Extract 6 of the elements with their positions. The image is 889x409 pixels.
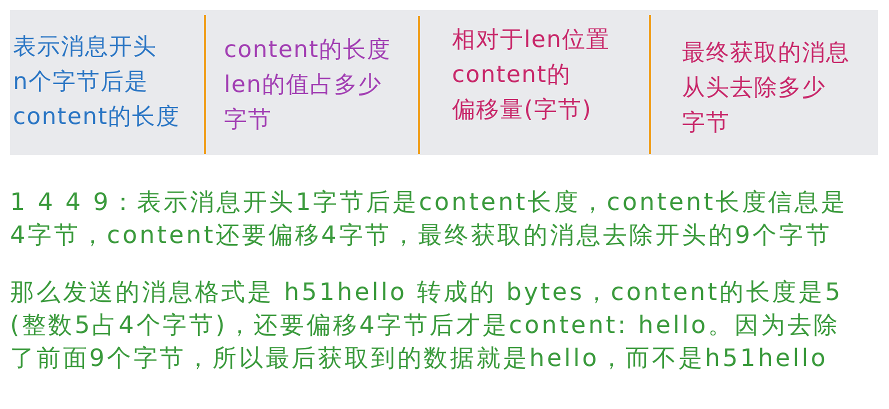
text-cell: 表示消息开头n个字节后是content的长度 xyxy=(10,10,205,155)
text-cell: 相对于len位置content的偏移量(字节) xyxy=(419,10,650,155)
text-cell: content的长度len的值占多少字节 xyxy=(205,10,419,155)
note-text: 那么发送的消息格式是 h51hello 转成的 bytes，content的长度是5(整数5占4个字节)，还要偏移4字节后才是content: hello。因为去除了前面9个字节，所以最后获取到的数据就是hello，而不是h51hello xyxy=(10,277,843,374)
text-cell: 最终获取的消息从头去除多少字节 xyxy=(650,10,878,155)
note-text: 1 4 4 9：表示消息开头1字节后是content长度，content长度信息是4字节，content还要偏移4字节，最终获取的消息去除开头的9个字节 xyxy=(10,187,848,251)
